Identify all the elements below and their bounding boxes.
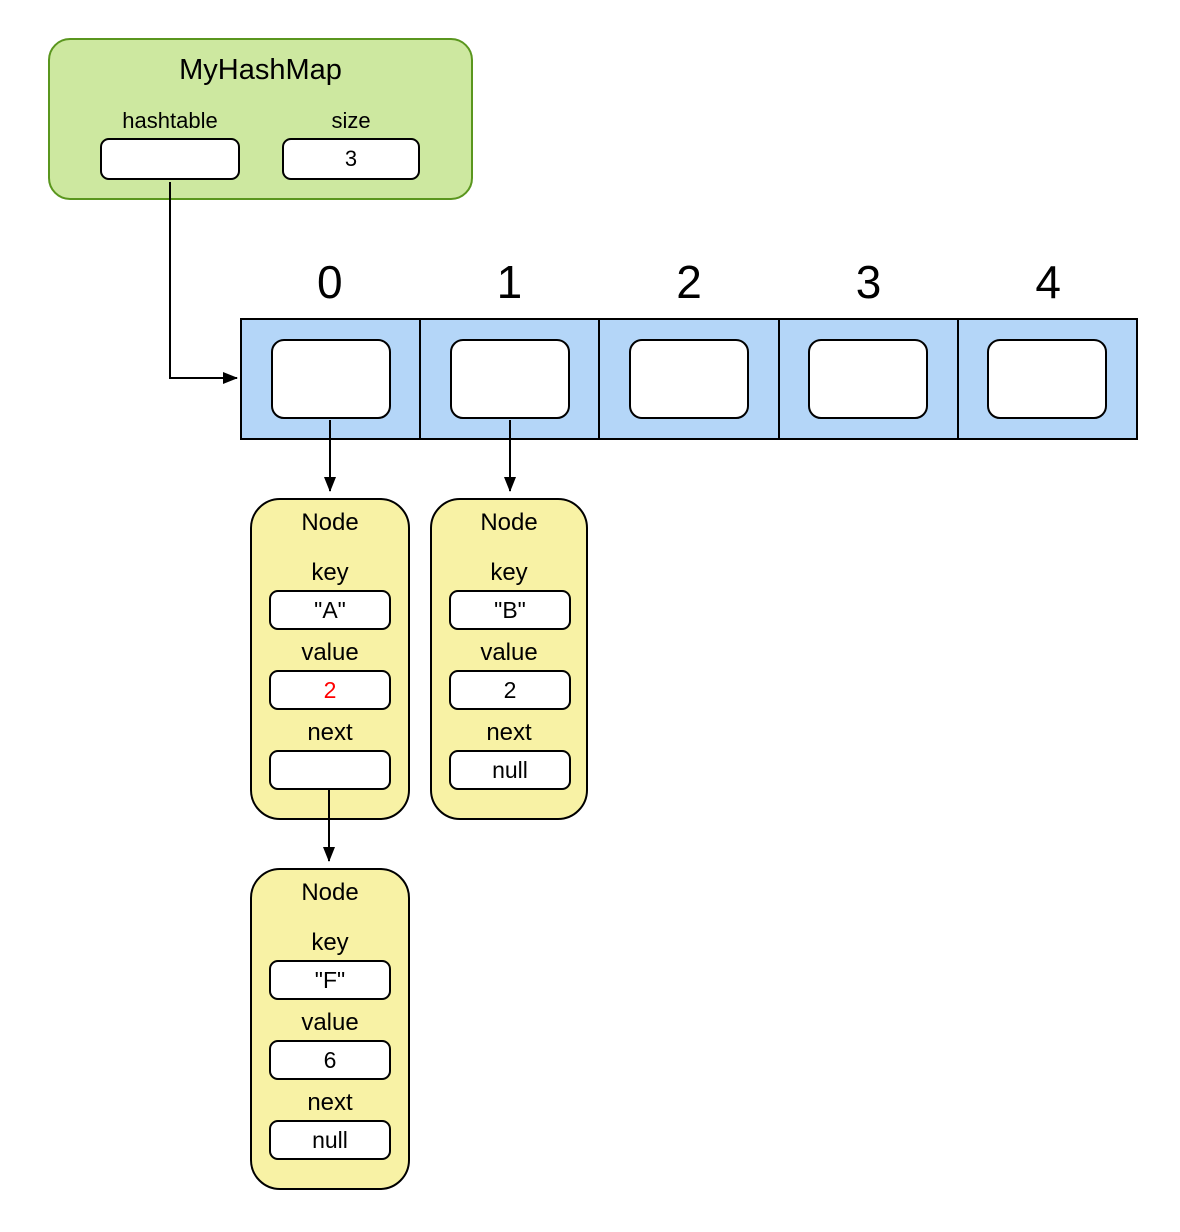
node-f: Node key "F" value 6 next null	[250, 868, 410, 1190]
node-b-value-label: value	[480, 639, 538, 666]
node-b-next-label: next	[486, 719, 532, 746]
myhashmap-title: MyHashMap	[179, 54, 342, 86]
node-f-next-label: next	[307, 1089, 353, 1116]
array-index-2: 2	[676, 256, 702, 308]
node-a-title: Node	[301, 509, 359, 536]
node-f-key-value: "F"	[314, 967, 346, 993]
hashtable-pointer-slot	[100, 138, 240, 180]
node-b-title: Node	[480, 509, 538, 536]
array-index-row: 0 1 2 3 4	[240, 252, 1138, 312]
node-b-key-slot: "B"	[449, 590, 571, 630]
node-f-title: Node	[301, 879, 359, 906]
node-a-next-label: next	[307, 719, 353, 746]
bucket-4	[959, 320, 1136, 438]
node-f-value-slot: 6	[269, 1040, 391, 1080]
node-a-value: 2	[323, 677, 337, 703]
node-f-value: 6	[323, 1047, 337, 1073]
node-f-key-slot: "F"	[269, 960, 391, 1000]
bucket-2-slot	[629, 339, 749, 419]
hashtable-field-label: hashtable	[122, 108, 218, 133]
node-a-key-value: "A"	[314, 597, 346, 623]
hashtable-array	[240, 318, 1138, 440]
node-a-value-slot: 2	[269, 670, 391, 710]
node-b-next-slot: null	[449, 750, 571, 790]
arrow-hashtable-to-array	[169, 182, 238, 384]
node-f-next-value: null	[312, 1127, 348, 1153]
node-a-next-slot	[269, 750, 391, 790]
node-a-key-label: key	[311, 559, 349, 586]
bucket-0	[242, 320, 422, 438]
node-a: Node key "A" value 2 next	[250, 498, 410, 820]
bucket-2	[600, 320, 780, 438]
size-value: 3	[344, 146, 358, 171]
node-f-key-label: key	[311, 929, 349, 956]
bucket-3	[780, 320, 959, 438]
size-field-label: size	[331, 108, 371, 133]
myhashmap-box: MyHashMap hashtable size 3	[48, 38, 473, 200]
bucket-0-slot	[270, 339, 391, 419]
array-index-4: 4	[1035, 256, 1061, 308]
array-index-3: 3	[855, 256, 882, 308]
node-b-next-value: null	[492, 757, 528, 783]
array-index-0: 0	[317, 256, 343, 308]
bucket-3-slot	[808, 339, 929, 419]
array-index-1: 1	[496, 256, 523, 308]
node-a-value-label: value	[301, 639, 359, 666]
bucket-4-slot	[987, 339, 1108, 419]
node-a-key-slot: "A"	[269, 590, 391, 630]
node-b-key-label: key	[490, 559, 528, 586]
node-b-key-value: "B"	[494, 597, 526, 623]
bucket-1	[421, 320, 601, 438]
node-f-value-label: value	[301, 1009, 359, 1036]
node-b: Node key "B" value 2 next null	[430, 498, 588, 820]
bucket-1-slot	[449, 339, 570, 419]
node-b-value: 2	[503, 677, 517, 703]
node-f-next-slot: null	[269, 1120, 391, 1160]
size-value-slot: 3	[282, 138, 420, 180]
node-b-value-slot: 2	[449, 670, 571, 710]
